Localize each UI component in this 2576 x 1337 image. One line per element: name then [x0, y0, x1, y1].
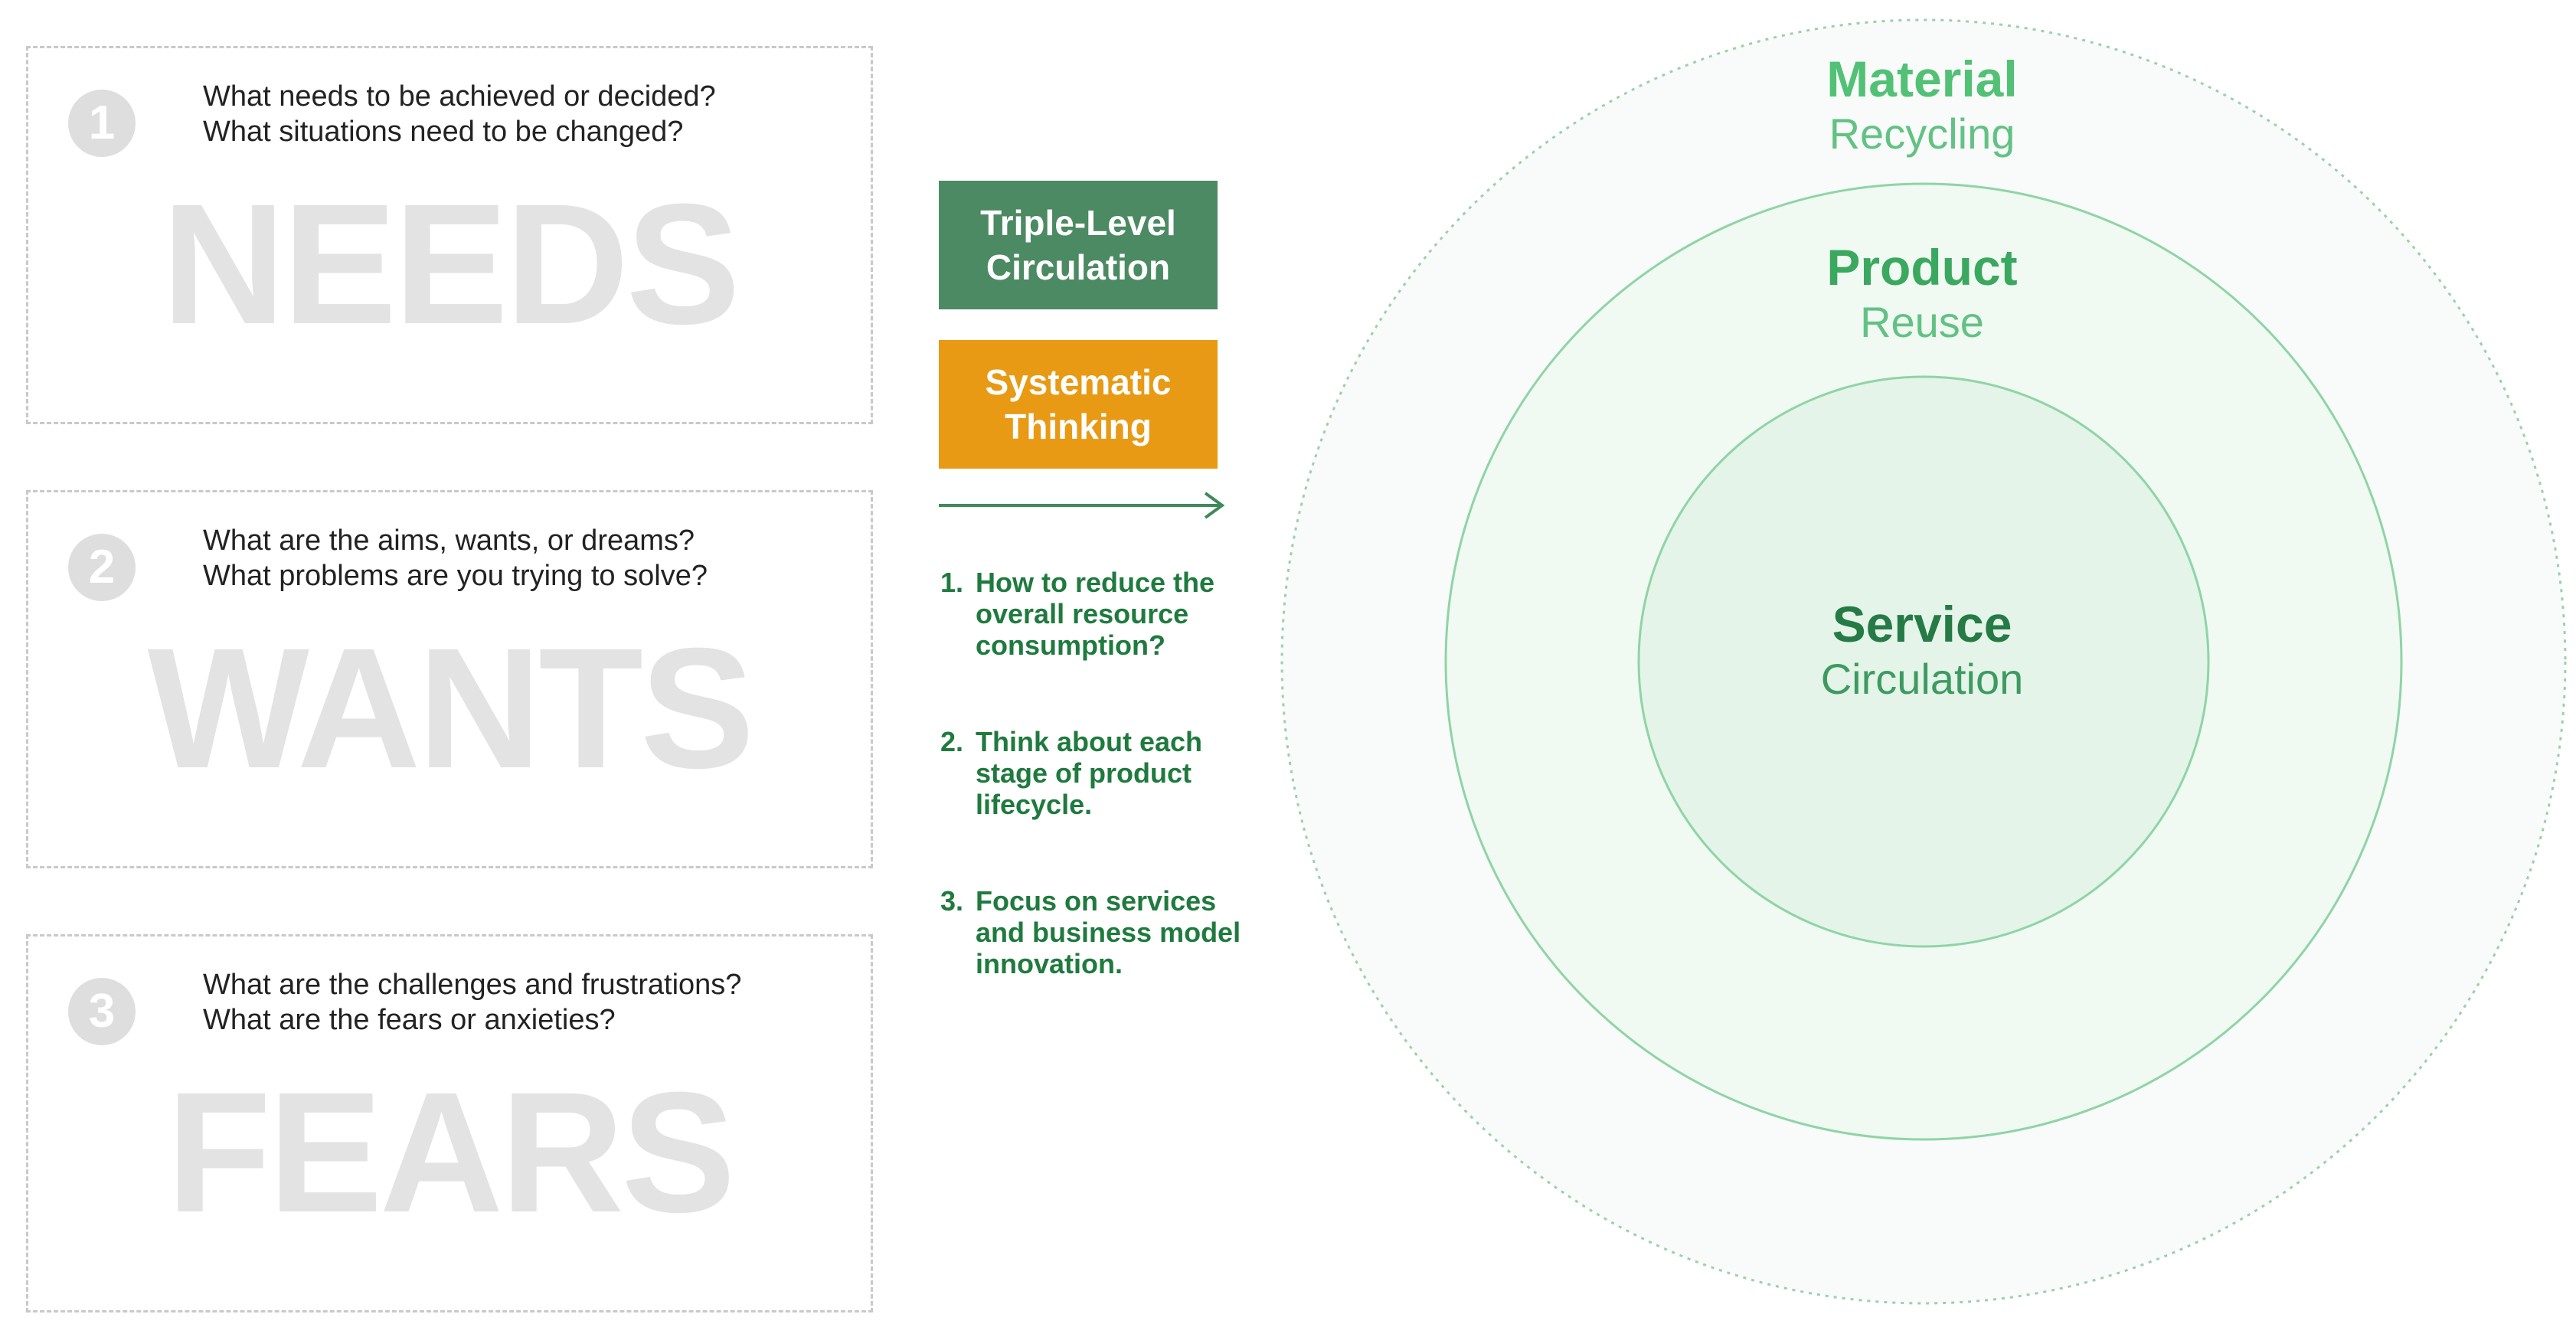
fears-questions: What are the challenges and frustrations…	[203, 967, 741, 1038]
fears-watermark: FEARS	[166, 1057, 735, 1248]
product-title: Product	[1826, 239, 2018, 296]
fears-question-2: What are the fears or anxieties?	[203, 1004, 616, 1036]
step-text-line: stage of product	[976, 757, 1192, 789]
step-text-line: overall resource	[976, 598, 1189, 629]
systematic-thinking-box: Systematic Thinking	[939, 340, 1218, 469]
wants-questions: What are the aims, wants, or dreams? Wha…	[203, 523, 708, 593]
number-badge-3: 3	[68, 978, 136, 1045]
wants-question-2: What problems are you trying to solve?	[203, 560, 708, 592]
service-label: Service Circulation	[1692, 596, 2152, 706]
step-text-line: and business model	[976, 917, 1241, 948]
step-item: 3. Focus on services and business model …	[940, 885, 1247, 979]
needs-watermark: NEEDS	[162, 168, 740, 360]
step-text-line: consumption?	[976, 629, 1165, 661]
needs-question-2: What situations need to be changed?	[203, 116, 684, 148]
needs-questions: What needs to be achieved or decided? Wh…	[203, 79, 716, 149]
steps-list: 1. How to reduce the overall resource co…	[940, 567, 1247, 979]
material-subtitle: Recycling	[1829, 110, 2015, 158]
step-text-line: innovation.	[976, 948, 1123, 979]
step-text-line: lifecycle.	[976, 789, 1093, 820]
wants-watermark: WANTS	[147, 613, 755, 804]
right-arrow-icon	[939, 492, 1225, 519]
step-text-line: How to reduce the	[976, 567, 1215, 598]
material-title: Material	[1826, 51, 2018, 107]
fears-card: 3 What are the challenges and frustratio…	[26, 934, 873, 1312]
service-ring	[1637, 375, 2210, 948]
step-item: 1. How to reduce the overall resource co…	[940, 567, 1247, 661]
systematic-line-1: Systematic	[985, 362, 1172, 402]
service-subtitle: Circulation	[1820, 655, 2024, 703]
step-text-line: Think about each	[976, 726, 1203, 757]
service-title: Service	[1832, 596, 2012, 652]
number-badge-2: 2	[68, 534, 136, 601]
number-badge-1: 1	[68, 90, 136, 157]
product-subtitle: Reuse	[1860, 298, 1984, 346]
step-number: 1.	[940, 567, 964, 598]
systematic-line-2: Thinking	[1005, 407, 1152, 446]
triple-level-line-1: Triple-Level	[980, 203, 1176, 243]
wants-question-1: What are the aims, wants, or dreams?	[203, 525, 695, 557]
triple-level-line-2: Circulation	[986, 247, 1171, 287]
step-number: 2.	[940, 726, 964, 757]
needs-card: 1 What needs to be achieved or decided? …	[26, 46, 873, 424]
product-label: Product Reuse	[1692, 239, 2152, 349]
fears-question-1: What are the challenges and frustrations…	[203, 969, 742, 1001]
wants-card: 2 What are the aims, wants, or dreams? W…	[26, 490, 873, 868]
step-number: 3.	[940, 885, 964, 917]
needs-question-1: What needs to be achieved or decided?	[203, 80, 716, 113]
material-label: Material Recycling	[1692, 51, 2152, 161]
step-item: 2. Think about each stage of product lif…	[940, 726, 1247, 820]
triple-level-circulation-box: Triple-Level Circulation	[939, 181, 1218, 309]
step-text-line: Focus on services	[976, 885, 1217, 917]
